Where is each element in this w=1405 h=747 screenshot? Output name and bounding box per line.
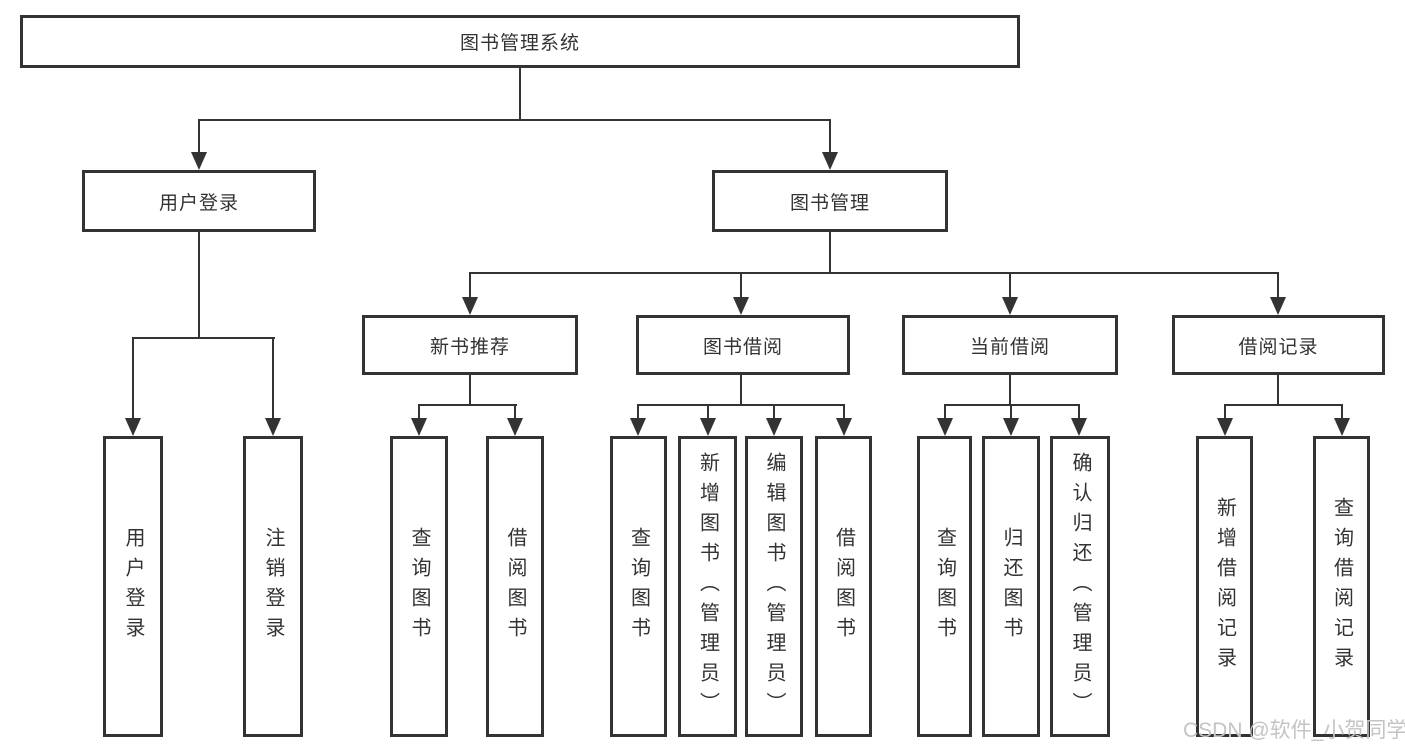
arrowhead-down-icon	[733, 297, 749, 315]
leaf-add-books-admin: 新增图书（管理员）	[678, 436, 737, 737]
connector-user-login-rail	[132, 337, 275, 339]
node-new-book-recommend: 新书推荐	[362, 315, 578, 375]
connector-drop	[418, 404, 420, 418]
arrowhead-down-icon	[1003, 418, 1019, 436]
connector-drop	[1224, 404, 1226, 418]
arrowhead-down-icon	[1002, 297, 1018, 315]
arrowhead-down-icon	[836, 418, 852, 436]
connector-drop	[707, 404, 709, 418]
connector-records-stem	[1277, 375, 1279, 406]
connector-user-login-stem	[198, 232, 200, 339]
arrowhead-down-icon	[507, 418, 523, 436]
arrowhead-down-icon	[125, 418, 141, 436]
connector-drop	[1078, 404, 1080, 418]
leaf-query-books-current: 查询图书	[917, 436, 972, 737]
leaf-query-borrow-record: 查询借阅记录	[1313, 436, 1370, 737]
connector-drop	[514, 404, 516, 418]
connector-drop	[1341, 404, 1343, 418]
connector-records-rail	[1224, 404, 1343, 406]
connector-drop	[637, 404, 639, 418]
arrowhead-down-icon	[1334, 418, 1350, 436]
connector-drop-book-borrow	[740, 272, 742, 297]
connector-drop-leaf-logout	[272, 337, 274, 418]
connector-root-stem	[519, 68, 521, 121]
leaf-user-login: 用户登录	[103, 436, 163, 737]
leaf-query-books-recommend: 查询图书	[390, 436, 448, 737]
connector-drop-user-login	[198, 119, 200, 152]
leaf-logout: 注销登录	[243, 436, 303, 737]
connector-drop	[944, 404, 946, 418]
connector-book-mgmt-rail	[469, 272, 1279, 274]
arrowhead-down-icon	[1270, 297, 1286, 315]
connector-drop	[773, 404, 775, 418]
connector-drop-book-management	[829, 119, 831, 152]
node-current-borrow: 当前借阅	[902, 315, 1118, 375]
connector-drop	[1010, 404, 1012, 418]
connector-drop-leaf-user-login	[132, 337, 134, 418]
arrowhead-down-icon	[1217, 418, 1233, 436]
connector-current-rail	[944, 404, 1080, 406]
node-borrow-records: 借阅记录	[1172, 315, 1385, 375]
node-book-management: 图书管理	[712, 170, 948, 232]
arrowhead-down-icon	[630, 418, 646, 436]
leaf-return-books: 归还图书	[982, 436, 1040, 737]
connector-drop	[843, 404, 845, 418]
arrowhead-down-icon	[822, 152, 838, 170]
connector-current-stem	[1009, 375, 1011, 406]
leaf-borrow-books: 借阅图书	[815, 436, 872, 737]
arrowhead-down-icon	[700, 418, 716, 436]
node-user-login: 用户登录	[82, 170, 316, 232]
node-book-borrow: 图书借阅	[636, 315, 850, 375]
leaf-edit-books-admin: 编辑图书（管理员）	[745, 436, 803, 737]
leaf-query-books-borrow: 查询图书	[610, 436, 667, 737]
connector-book-mgmt-stem	[829, 232, 831, 274]
node-root: 图书管理系统	[20, 15, 1020, 68]
connector-drop-borrow-records	[1277, 272, 1279, 297]
arrowhead-down-icon	[1071, 418, 1087, 436]
leaf-confirm-return-admin: 确认归还（管理员）	[1050, 436, 1110, 737]
arrowhead-down-icon	[937, 418, 953, 436]
leaf-borrow-books-recommend: 借阅图书	[486, 436, 544, 737]
arrowhead-down-icon	[265, 418, 281, 436]
connector-drop-current-borrow	[1009, 272, 1011, 297]
connector-borrow-stem	[740, 375, 742, 406]
arrowhead-down-icon	[462, 297, 478, 315]
arrowhead-down-icon	[191, 152, 207, 170]
connector-drop-new-book-recommend	[469, 272, 471, 297]
leaf-add-borrow-record: 新增借阅记录	[1196, 436, 1253, 737]
connector-recommend-stem	[469, 375, 471, 406]
csdn-watermark: CSDN @软件_小贺同学	[1183, 719, 1405, 742]
connector-recommend-rail	[418, 404, 517, 406]
arrowhead-down-icon	[411, 418, 427, 436]
arrowhead-down-icon	[766, 418, 782, 436]
connector-root-rail	[198, 119, 831, 121]
connector-borrow-rail	[637, 404, 845, 406]
